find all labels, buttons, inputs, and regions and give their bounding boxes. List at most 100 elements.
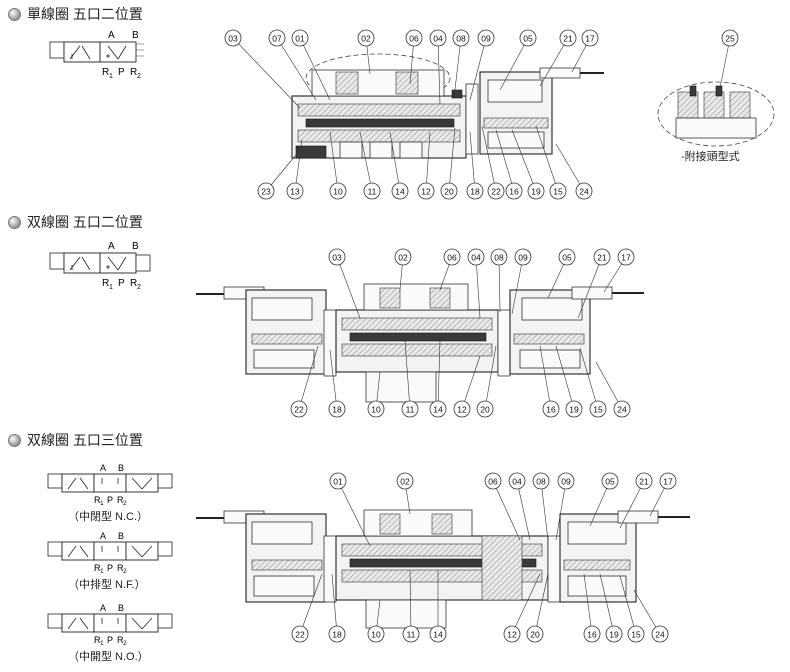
leader-line xyxy=(555,143,585,192)
port-label-subscript: 1 xyxy=(100,568,104,575)
leader-line xyxy=(555,480,567,541)
callout-number: 08 xyxy=(536,477,546,487)
leader-line xyxy=(265,149,301,192)
part-callout-14: 14 xyxy=(391,182,409,200)
leader-line xyxy=(359,131,373,192)
part-callout-12: 12 xyxy=(453,400,471,418)
callout-number: 05 xyxy=(562,253,572,263)
part-callout-16: 16 xyxy=(583,625,601,643)
part-callout-14: 14 xyxy=(429,400,447,418)
callout-number: 14 xyxy=(433,630,443,640)
leader-line xyxy=(595,361,623,410)
leader-line xyxy=(448,127,456,192)
port-label-a: A xyxy=(108,30,115,41)
leader-line xyxy=(299,573,323,635)
part-callout-18: 18 xyxy=(328,400,346,418)
part-callout-12: 12 xyxy=(503,625,521,643)
port-label-subscript: 1 xyxy=(100,640,104,647)
leader-line xyxy=(331,573,338,635)
callout-number: 19 xyxy=(609,630,619,640)
callout-number: 22 xyxy=(491,187,501,197)
part-callout-21: 21 xyxy=(559,29,577,47)
part-callout-12: 12 xyxy=(417,182,435,200)
part-callout-18: 18 xyxy=(466,182,484,200)
leader-line xyxy=(540,480,549,541)
callout-number: 12 xyxy=(507,630,517,640)
section-title: 双線圈 五口三位置 xyxy=(27,432,143,448)
callout-number: 02 xyxy=(361,34,371,44)
leader-line xyxy=(336,256,361,319)
callout-number: 10 xyxy=(371,405,381,415)
part-callout-20: 20 xyxy=(476,400,494,418)
leader-line xyxy=(404,339,411,410)
callout-number: 08 xyxy=(494,253,504,263)
callout-number: 15 xyxy=(631,630,641,640)
section-heading-single-coil-5-2: 單線圈 五口二位置 xyxy=(8,4,143,24)
port-label-r2: R xyxy=(130,278,137,289)
callout-number: 17 xyxy=(585,34,595,44)
valve-cross-section-double-2pos xyxy=(196,283,644,403)
leader-line xyxy=(329,349,338,410)
callout-number: 19 xyxy=(531,187,541,197)
callout-number: 24 xyxy=(617,405,627,415)
part-callout-22: 22 xyxy=(487,182,505,200)
port-label-b: B xyxy=(132,30,139,41)
part-callout-18: 18 xyxy=(328,625,346,643)
bullet-icon xyxy=(8,215,21,229)
section-heading-double-coil-5-3: 双線圈 五口三位置 xyxy=(8,430,143,450)
part-callout-04: 04 xyxy=(429,29,447,47)
port-label-r2: R xyxy=(117,635,124,645)
callout-number: 18 xyxy=(332,405,342,415)
port-label-p: P xyxy=(118,278,125,289)
part-callout-15: 15 xyxy=(549,182,567,200)
leader-line xyxy=(619,575,637,635)
leader-line xyxy=(535,125,559,192)
callout-number: 20 xyxy=(480,405,490,415)
section-title: 單線圈 五口二位置 xyxy=(27,6,143,22)
callout-number: 07 xyxy=(272,34,282,44)
valve-symbol-no: A B R 1 P R 2 xyxy=(47,603,173,647)
part-callout-10: 10 xyxy=(329,182,347,200)
part-callout-17: 17 xyxy=(659,472,677,490)
callout-number: 15 xyxy=(593,405,603,415)
port-label-r1: R xyxy=(94,563,101,573)
port-label-p: P xyxy=(107,563,113,573)
part-callout-21: 21 xyxy=(593,248,611,266)
leader-line xyxy=(555,345,575,410)
leader-line xyxy=(299,37,331,101)
callout-number: 12 xyxy=(457,405,467,415)
part-callout-09: 09 xyxy=(514,248,532,266)
leader-line xyxy=(619,480,645,529)
port-label-b: B xyxy=(118,531,124,541)
leader-line xyxy=(298,345,319,410)
callout-number: 12 xyxy=(421,187,431,197)
callout-number: 06 xyxy=(488,477,498,487)
part-callout-03: 03 xyxy=(328,248,346,266)
port-label-subscript: 2 xyxy=(137,284,141,291)
callout-number: 10 xyxy=(371,630,381,640)
part-callout-15: 15 xyxy=(627,625,645,643)
part-callout-04: 04 xyxy=(508,472,526,490)
leader-line xyxy=(719,37,731,89)
port-label-subscript: 2 xyxy=(123,568,127,575)
leader-line xyxy=(511,129,537,192)
callout-number: 17 xyxy=(621,253,631,263)
callout-number: 09 xyxy=(481,34,491,44)
callout-number: 21 xyxy=(597,253,607,263)
part-callout-03: 03 xyxy=(224,29,242,47)
leader-line xyxy=(511,256,524,315)
callout-number: 21 xyxy=(563,34,573,44)
port-label-p: P xyxy=(118,67,125,78)
part-callout-21: 21 xyxy=(635,472,653,490)
port-label-r2: R xyxy=(117,495,124,505)
bullet-icon xyxy=(8,433,21,447)
callout-number: 16 xyxy=(509,187,519,197)
callout-number: 24 xyxy=(655,630,665,640)
part-callout-15: 15 xyxy=(589,400,607,418)
section-title: 双線圈 五口二位置 xyxy=(27,214,143,230)
part-callout-10: 10 xyxy=(367,400,385,418)
part-callout-08: 08 xyxy=(532,472,550,490)
callout-number: 18 xyxy=(332,630,342,640)
callout-number: 11 xyxy=(407,630,416,640)
